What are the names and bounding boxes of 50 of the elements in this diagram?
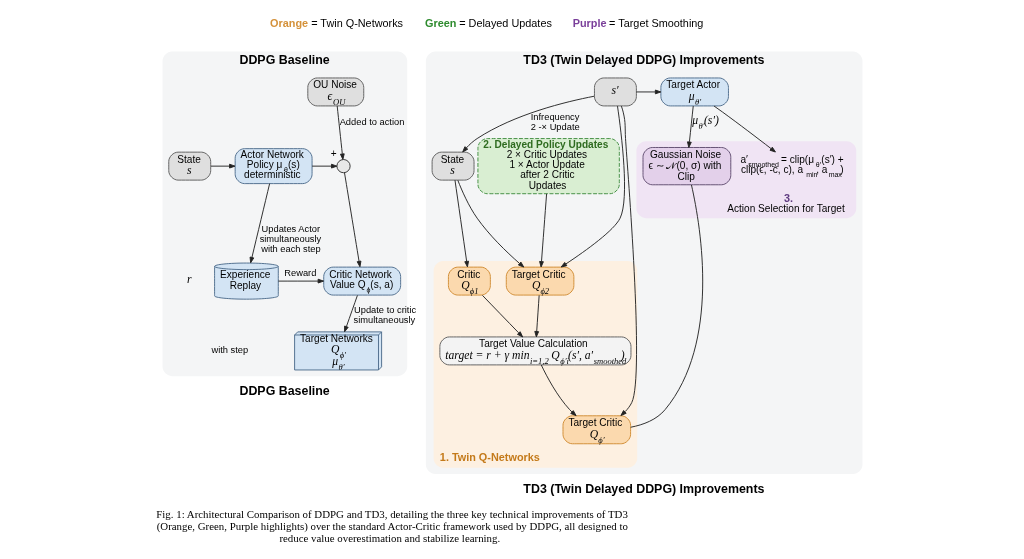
- node-box: s′: [593, 77, 637, 107]
- node-box: Target Value Calculation target = r + γ min$_{i=1,2}$ Q$_{ϕ′i}$(s′, a′$_{smoothed}$): [438, 336, 631, 366]
- edge-label: Infrequency 2 -× Update: [530, 111, 580, 132]
- node-box: OU Noise ϵ$_{OU}$: [306, 77, 364, 107]
- node-box: 2. Delayed Policy Updates 2 × Critic Updates 1 × Actor Update after 2 Critic Updates: [476, 138, 620, 195]
- node-box: Target Critic Q$_{ϕ′}$: [562, 415, 631, 445]
- label: r: [186, 273, 192, 287]
- node-box: Gaussian Noise ϵ ∼ 𝒩(0, σ) with Clip: [642, 147, 731, 186]
- node-box: State s: [431, 151, 474, 181]
- legend-label: Green = Delayed Updates: [424, 17, 552, 30]
- edge-label: Updates Actor simultaneously with each step: [259, 223, 321, 255]
- arrow: [456, 179, 524, 268]
- node-circle: [335, 159, 351, 174]
- node-box: Critic Q$_{ϕ1}$: [447, 266, 491, 296]
- edge-label: Reward: [283, 268, 316, 279]
- node-label: TD3 (Twin Delayed DDPG) Improvements: [522, 481, 764, 496]
- node-box: Target Actor μ$_{θ′}$: [659, 77, 729, 107]
- arrow: [538, 193, 547, 268]
- arrow: [343, 294, 358, 333]
- label: with step: [210, 345, 248, 356]
- arrow: [311, 163, 337, 169]
- edge-label: Update to critic simultaneously: [353, 304, 416, 326]
- arrow: [481, 294, 523, 338]
- legend-label: Orange = Twin Q-Networks: [269, 17, 403, 30]
- arrow: [713, 105, 776, 153]
- arrow: [635, 89, 661, 95]
- node-box: Critic Network Value Q$_{ϕ}$(s, a): [322, 266, 401, 296]
- arrow: [249, 183, 270, 264]
- edge-label: μ$_{θ′}$(s′): [691, 114, 719, 132]
- arrow: [343, 172, 361, 268]
- caption: Fig. 1: Architectural Comparison of DDPG and TD3, detailing the three key technical improvements of TD3 (Orange, Green, Purple highlights) over the standard Actor-Critic framework used by DDPG, all designed to reduce value overestimation and stabilize learning.: [155, 508, 628, 544]
- arrow: [336, 105, 345, 160]
- legend-label: Purple = Target Smoothing: [572, 17, 703, 30]
- node-box: Actor Network Policy μ$_{θ}$(s) deterministic: [234, 148, 313, 185]
- node-box: State s: [167, 151, 211, 181]
- edge-label: Added to action: [339, 116, 404, 127]
- arrow: [560, 105, 625, 268]
- arrow: [686, 105, 694, 148]
- arrow: [619, 105, 637, 417]
- arrow: [533, 294, 540, 338]
- arrow: [210, 163, 235, 169]
- connector: [629, 184, 703, 428]
- node-label: DDPG Baseline: [238, 383, 330, 398]
- arrow: [277, 278, 324, 284]
- arrow: [461, 95, 595, 153]
- arrow: [540, 364, 577, 417]
- node-text: a′$_{smoothed}$ = clip(μ$_{θ′}$(s′) + clip(ϵ, -c, c), a$_{min}$, a$_{max}$): [740, 154, 844, 178]
- node-box: Target Critic Q$_{ϕ2}$: [505, 266, 574, 296]
- node-label: +: [330, 147, 337, 159]
- arrow: [454, 179, 469, 268]
